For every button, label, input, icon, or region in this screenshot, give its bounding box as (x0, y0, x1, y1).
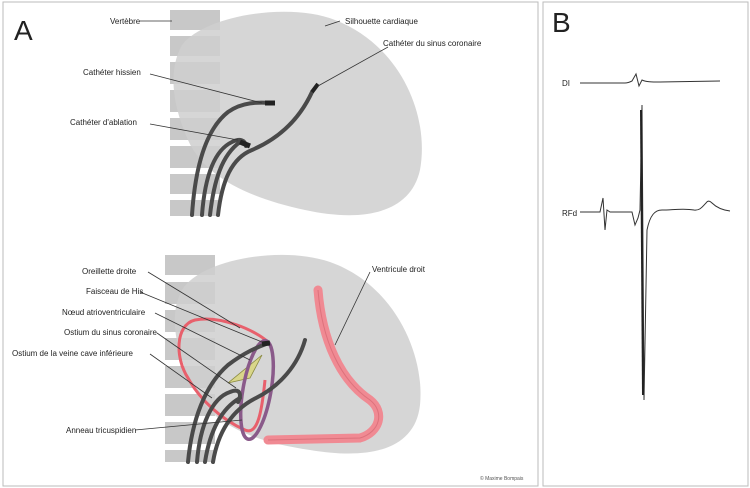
label-cath-ablation: Cathéter d'ablation (70, 118, 137, 127)
cs-catheter-tip (310, 82, 320, 94)
panel-b-frame (542, 1, 749, 487)
ecg-lead1-label: DI (562, 79, 570, 88)
panel-b-letter: B (552, 7, 571, 38)
label-faisceau: Faisceau de His (86, 287, 143, 296)
right-atrium (177, 317, 270, 433)
label-ostium-vci: Ostium de la veine cave inférieure (12, 349, 134, 358)
catheters-bottom (186, 338, 307, 464)
label-cath-sinus: Cathéter du sinus coronaire (383, 39, 482, 48)
ecg-lead2-trace (580, 104, 731, 401)
label-anneau: Anneau tricuspidien (66, 426, 136, 435)
cs-catheter-a (208, 140, 242, 217)
top-diagram: Vertèbre Silhouette cardiaque Cathéter d… (70, 10, 482, 217)
panel-a-frame (2, 1, 539, 487)
ecg-lead2-label: RFd (562, 209, 577, 218)
label-ostium-sinus: Ostium du sinus coronaire (64, 328, 157, 337)
label-cath-hisien: Cathéter hissien (83, 68, 141, 77)
label-oreillette: Oreillette droite (82, 267, 137, 276)
his-catheter-tip-bottom (261, 340, 271, 347)
label-noeud: Nœud atrioventriculaire (62, 308, 146, 317)
leaders-top (140, 20, 389, 141)
ecg-lead1-trace (580, 72, 721, 88)
av-node (227, 354, 263, 384)
leaders-bottom (134, 271, 371, 431)
his-catheter (190, 100, 274, 217)
tricuspid-annulus (238, 338, 276, 442)
ecg-his-spike (640, 109, 644, 396)
ecg-panel: DI RFd (562, 72, 731, 401)
label-silhouette: Silhouette cardiaque (345, 17, 418, 26)
right-ventricle-edge (267, 289, 380, 441)
copyright-text: © Maxime Bompais (480, 475, 524, 482)
cs-catheter-b (216, 90, 314, 217)
label-ventricule: Ventricule droit (372, 265, 426, 274)
label-vertebre: Vertèbre (110, 17, 141, 26)
bottom-diagram: Oreillette droite Faisceau de His Nœud a… (12, 254, 426, 464)
ablation-catheter-tip (239, 139, 251, 149)
panel-a-letter: A (14, 15, 33, 46)
